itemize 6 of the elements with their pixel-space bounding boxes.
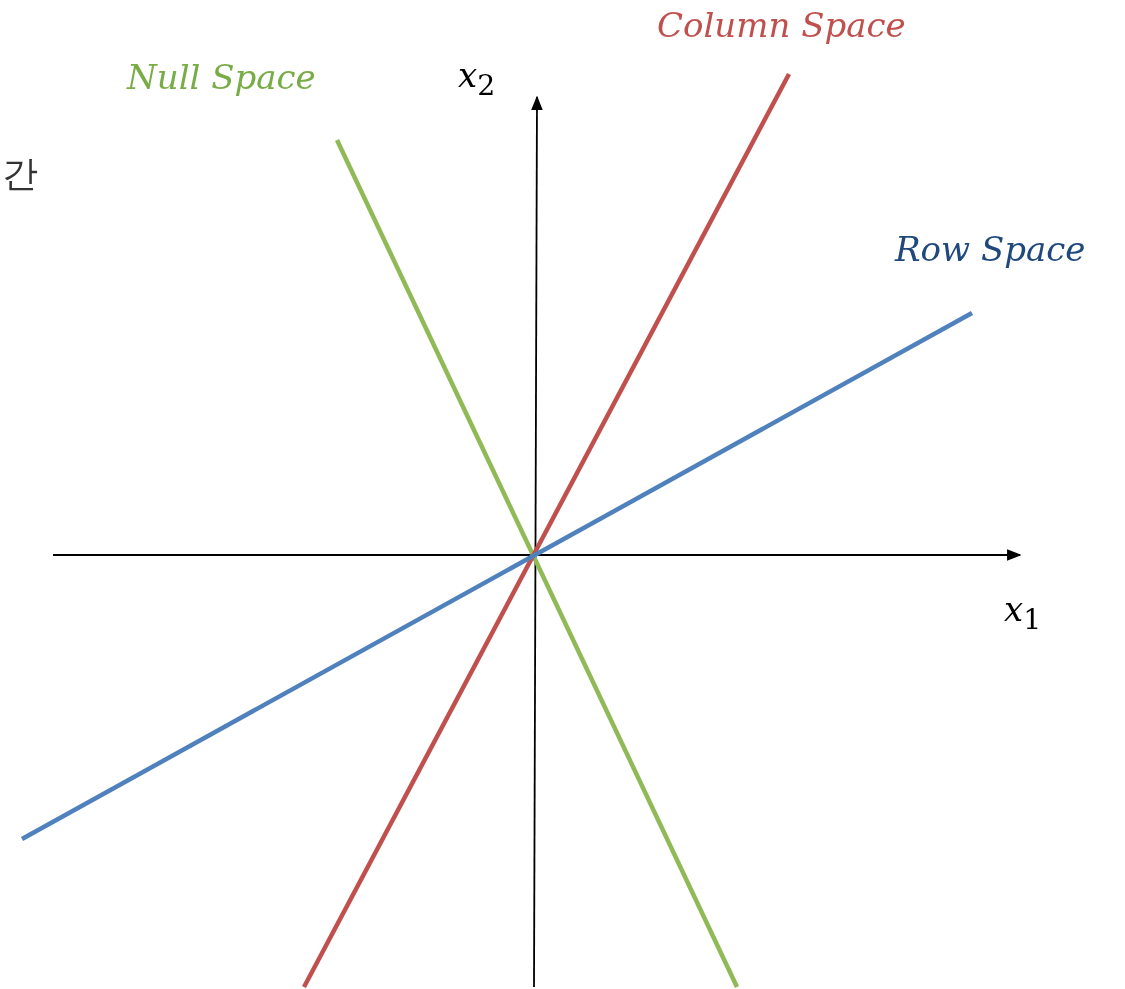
- row-space-label: Row Space: [895, 232, 1086, 266]
- x2-axis-label: x$_{2}$: [458, 58, 496, 101]
- x1-axis-label: x$_{1}$: [1004, 592, 1042, 635]
- null-space-label: Null Space: [127, 60, 316, 94]
- column-space-label: Column Space: [657, 8, 906, 42]
- korean-text: 간: [2, 156, 38, 192]
